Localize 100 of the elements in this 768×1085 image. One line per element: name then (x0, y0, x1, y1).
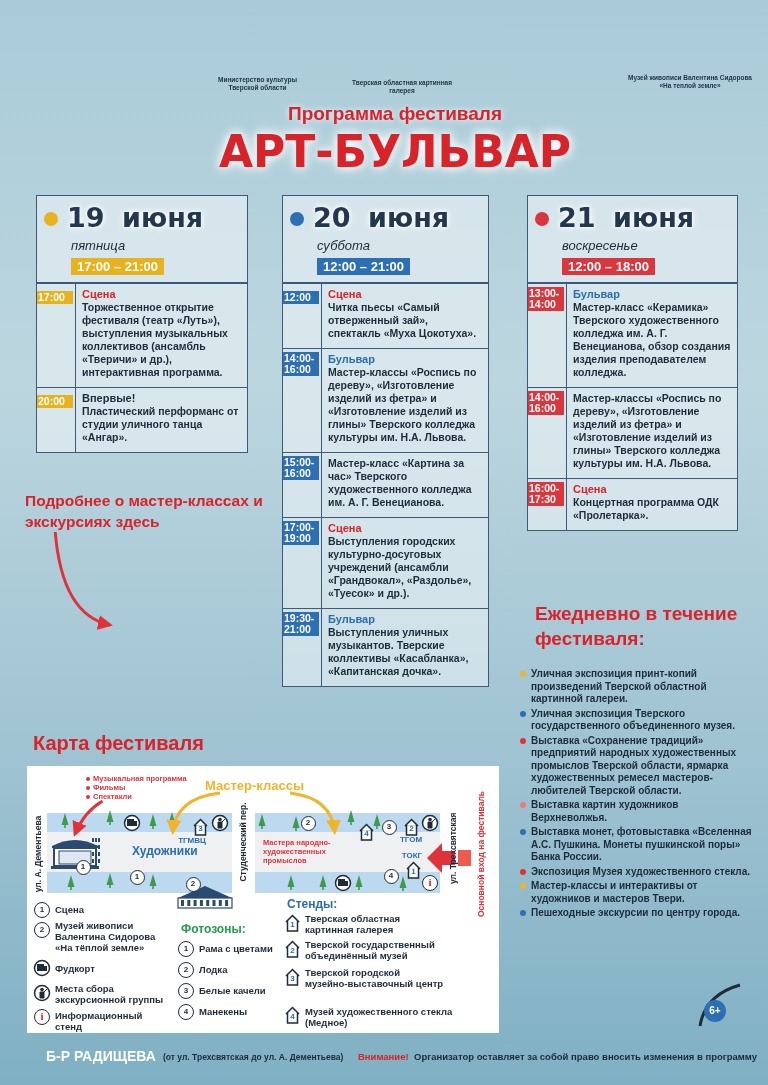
event-description: Мастер-класс «Картина за час» Тверского художественного колледжа им. А. Г. Венецианова. (328, 457, 473, 509)
venue-heading: Бульвар (328, 353, 376, 366)
list-item: Пешеходные экскурсии по центру города. (520, 907, 752, 920)
date-heading: 20 июня (313, 202, 450, 233)
curved-arrow (53, 531, 113, 629)
street-area (255, 832, 440, 872)
day-panel (36, 195, 248, 453)
venue-heading: Сцена (82, 288, 117, 301)
time-badge: 15:00-16:00 (283, 456, 319, 480)
schedule-row (283, 283, 488, 348)
curved-arrow (289, 791, 341, 835)
event-description: Читка пьесы «Самый отверженный зай», спектакль «Муха Цокотуха». (328, 301, 478, 340)
legend-text: Тверская областная картинная галерея (305, 913, 401, 935)
legend-text: Музей художественного стекла (Медное) (305, 1006, 454, 1028)
entrance-label: Основной вход на фестиваль (476, 789, 486, 919)
schedule-row (528, 283, 737, 387)
time-badge: 17:00 (37, 291, 73, 304)
notice-text: Организатор оставляет за собой право вносить изменения в программу (414, 1051, 758, 1062)
age-rating-badge: 6+ (704, 1000, 726, 1022)
event-description: Мастер-класс «Керамика» Тверского художественного колледжа им. А. Г. Венецианова, обзор создания изделия преподавателем колледжа. (573, 301, 731, 379)
list-item: Экспозиция Музея художественного стекла. (520, 865, 752, 878)
stand-abbreviation: ТГОМ (398, 835, 424, 844)
festival-subtitle: Программа фестиваля (286, 103, 504, 125)
stand-marker: 4 (284, 1006, 301, 1024)
venue-heading: Впервые! (82, 392, 137, 405)
time-range-badge: 17:00 – 21:00 (71, 258, 164, 275)
list-item: Мастер-классы и интерактивы от художников и мастеров Твери. (520, 880, 752, 905)
legend-text: Места сбора экскурсионной группы (55, 983, 165, 1005)
stand-abbreviation: ТГМВЦ (177, 836, 207, 845)
area-label: Художники (132, 844, 198, 858)
day-panel (282, 195, 489, 687)
stand-marker: 1 (405, 861, 422, 879)
event-description: Выступления городских культурно-досуговых учреждений (ансамбли «Грандвокал», «Раздолье», «Туесок» и др.). (328, 535, 473, 600)
day-panel (527, 195, 738, 531)
event-description: Пластический перформанс от студии уличного танца «Ангар». (82, 405, 240, 444)
curved-arrow (167, 791, 221, 835)
stand-marker: 1 (284, 914, 301, 932)
legend-text: Информационный стенд (55, 1010, 144, 1032)
legend-heading: Стенды: (287, 897, 339, 911)
map-title: Карта фестиваля (33, 732, 204, 755)
event-description: Мастер-классы «Роспись по дереву», «Изготовление изделий из фетра» и «Изготовление изделий из глины» Тверского колледжа культуры им. Н.А. Львова. (573, 392, 723, 470)
time-range-badge: 12:00 – 18:00 (562, 258, 655, 275)
legend-text: Белые качели (199, 985, 267, 996)
schedule-row (283, 608, 488, 686)
legend-text: Музей живописи Валентина Сидорова «На тёплой земле» (55, 920, 157, 953)
stand-marker: 2 (284, 940, 301, 958)
time-range-badge: 12:00 – 21:00 (317, 258, 410, 275)
time-badge: 20:00 (37, 395, 73, 408)
event-description: Выступления уличных музыкантов. Тверские коллективы «Касабланка», «Капитанская дочка». (328, 626, 470, 678)
festival-title: АРТ-БУЛЬВАР (218, 126, 572, 177)
time-badge: 16:00-17:30 (528, 482, 564, 506)
event-description: Торжественное открытие фестиваля (театр «Луть»), выступления музыкальных коллективов (ансамбль «Тверичи» и др.), интерактивная программа. (82, 301, 229, 379)
schedule-row (528, 387, 737, 478)
list-item: Выставка «Сохранение традиций» предприятий народных художественных промыслов Тверской области, ярмарка художественных ремесел мастеров-любителей Тверской области. (520, 734, 752, 797)
event-description: Мастер-классы «Роспись по дереву», «Изготовление изделий из фетра» и «Изготовление изделий из глины» Тверского колледжа культуры им. Н.А. Львова. (328, 366, 478, 444)
curved-arrow (72, 799, 104, 837)
stand-marker: 4 (358, 823, 375, 841)
promo-text: Подробнее о мастер-классах и экскурсиях здесь (25, 490, 277, 532)
list-item: Уличная экспозиция принт-копий произведений Тверской областной картинной галереи. (520, 668, 752, 706)
list-item: Выставка монет, фотовыставка «Вселенная А.С. Пушкина. Монеты пушкинской поры» Банка России. (520, 826, 752, 864)
street-note: (от ул. Трехсвятская до ул. А. Дементьева) (163, 1052, 344, 1062)
schedule-row (283, 452, 488, 517)
legend-text: Лодка (199, 964, 229, 975)
street-name: ул. А. Дементьева (33, 814, 43, 894)
section-heading: Ежедневно в течение фестиваля: (535, 602, 739, 651)
list-item: Уличная экспозиция Тверского государственного объединенного музея. (520, 707, 752, 733)
list-item: Выставка картин художников Верхневолжья. (520, 799, 752, 824)
time-badge: 19:30-21:00 (283, 612, 319, 636)
street-area (47, 832, 232, 872)
schedule-row (283, 348, 488, 452)
legend-text: Тверской городской музейно-выставочный центр (305, 967, 445, 989)
schedule-row (283, 517, 488, 608)
time-badge: 13:00-14:00 (528, 287, 564, 311)
legend-text: Рама с цветами (199, 943, 274, 954)
venue-heading: Бульвар (573, 288, 621, 301)
warning-label: Внимание! (358, 1051, 409, 1062)
legend-text: Сцена (55, 904, 85, 915)
legend-text: Тверской государственный объединённый музей (305, 939, 436, 961)
weekday-text: пятница (71, 238, 126, 253)
date-heading: 21 июня (558, 202, 695, 233)
street-name: Б-Р РАДИЩЕВА (46, 1048, 156, 1064)
map-heading: Мастер-классы (205, 778, 305, 793)
time-badge: 17:00-19:00 (283, 521, 319, 545)
event-description: Концертная программа ОДК «Пролетарка». (573, 496, 720, 522)
venue-heading: Бульвар (328, 613, 376, 626)
street-name: ул. Трехсвятская (448, 814, 458, 884)
weekday-text: суббота (317, 238, 370, 253)
stand-marker: 2 (403, 818, 420, 836)
schedule-row (37, 283, 247, 387)
date-heading: 19 июня (67, 202, 204, 233)
stand-abbreviation: ТОКГ (400, 851, 424, 860)
time-badge: 12:00 (283, 291, 319, 304)
legend-heading: Фотозоны: (181, 922, 247, 936)
schedule-row (37, 387, 247, 452)
venue-heading: Сцена (328, 522, 363, 535)
schedule-row (528, 478, 737, 530)
legend-text: Манекены (199, 1006, 249, 1017)
stand-marker: 3 (284, 968, 301, 986)
venue-heading: Сцена (573, 483, 608, 496)
stand-marker: 3 (192, 818, 209, 836)
